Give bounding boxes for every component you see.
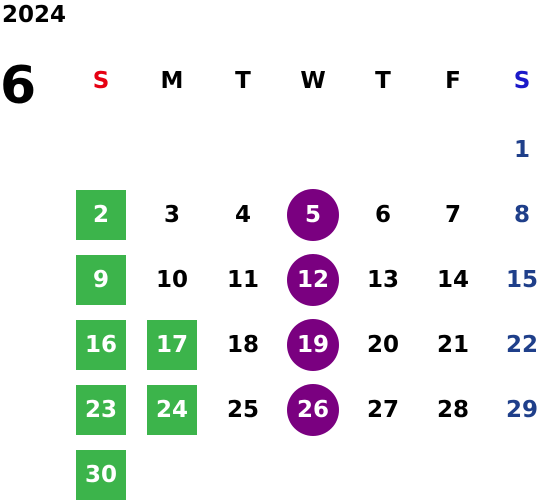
- day-cell-20[interactable]: 20: [366, 332, 399, 358]
- day-cell-1[interactable]: 1: [513, 137, 530, 163]
- day-cell-17[interactable]: 17: [147, 320, 197, 370]
- day-cell-11[interactable]: 11: [226, 267, 259, 293]
- day-cell-19[interactable]: 19: [287, 319, 339, 371]
- weekday-2: T: [235, 68, 251, 94]
- day-cell-29[interactable]: 29: [505, 397, 538, 423]
- day-cell-28[interactable]: 28: [436, 397, 469, 423]
- weekday-6: S: [513, 68, 531, 94]
- day-cell-10[interactable]: 10: [155, 267, 188, 293]
- weekday-0: S: [92, 68, 110, 94]
- day-cell-21[interactable]: 21: [436, 332, 469, 358]
- day-cell-7[interactable]: 7: [444, 202, 461, 228]
- year-label: 2024: [2, 2, 67, 28]
- day-cell-22[interactable]: 22: [505, 332, 538, 358]
- day-cell-3[interactable]: 3: [163, 202, 180, 228]
- day-cell-23[interactable]: 23: [76, 385, 126, 435]
- day-cell-13[interactable]: 13: [366, 267, 399, 293]
- day-cell-25[interactable]: 25: [226, 397, 259, 423]
- day-cell-26[interactable]: 26: [287, 384, 339, 436]
- day-cell-12[interactable]: 12: [287, 254, 339, 306]
- weekday-5: F: [445, 68, 461, 94]
- weekday-4: T: [375, 68, 391, 94]
- day-cell-6[interactable]: 6: [374, 202, 391, 228]
- weekday-1: M: [160, 68, 184, 94]
- day-cell-8[interactable]: 8: [513, 202, 530, 228]
- day-cell-14[interactable]: 14: [436, 267, 469, 293]
- day-cell-16[interactable]: 16: [76, 320, 126, 370]
- day-cell-2[interactable]: 2: [76, 190, 126, 240]
- day-cell-15[interactable]: 15: [505, 267, 538, 293]
- day-cell-30[interactable]: 30: [76, 450, 126, 500]
- day-cell-27[interactable]: 27: [366, 397, 399, 423]
- day-cell-4[interactable]: 4: [234, 202, 251, 228]
- day-cell-5[interactable]: 5: [287, 189, 339, 241]
- month-label: 6: [0, 56, 37, 116]
- day-cell-18[interactable]: 18: [226, 332, 259, 358]
- day-cell-24[interactable]: 24: [147, 385, 197, 435]
- day-cell-9[interactable]: 9: [76, 255, 126, 305]
- weekday-3: W: [300, 68, 326, 94]
